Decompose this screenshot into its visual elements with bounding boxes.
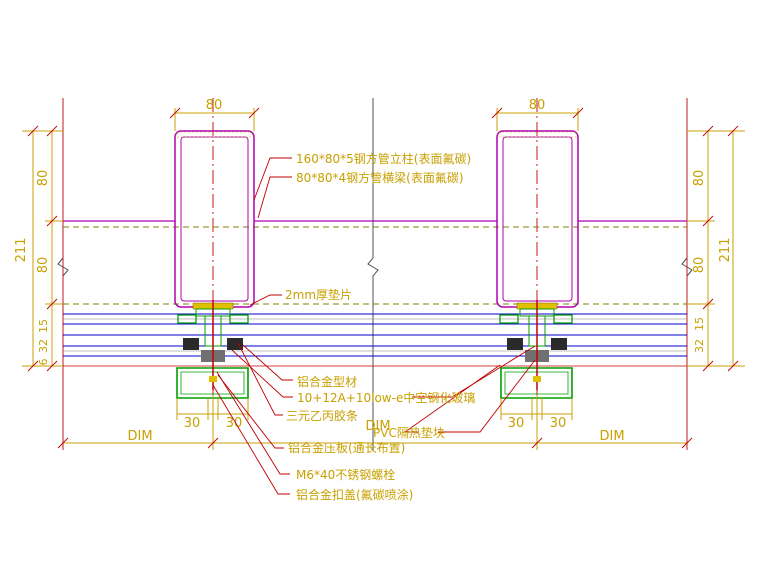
dim-depth-mid-right: 80 (692, 257, 707, 274)
leader-lines (212, 157, 536, 495)
label-column: 160*80*5钢方管立柱(表面氟碳) (296, 151, 471, 166)
dim-column-width-left: 80 (206, 98, 223, 113)
right-dimensions: 80 80 211 15 32 (687, 125, 745, 372)
dim-clamp-left-b: 30 (226, 416, 243, 431)
grid-lines (62, 98, 688, 450)
top-dimensions: 80 80 (169, 98, 584, 131)
dim-clamp-right-b: 30 (550, 416, 567, 431)
dim-total-depth-right: 211 (718, 238, 733, 263)
dim-glass-right-2: 32 (693, 339, 706, 353)
column-assembly-left (174, 130, 255, 399)
annotation-labels: 160*80*5钢方管立柱(表面氟碳) 80*80*4钢方管横梁(表面氟碳) 2… (285, 151, 475, 502)
label-shim: 2mm厚垫片 (285, 287, 352, 302)
beam-band (57, 220, 693, 305)
label-beam: 80*80*4钢方管横梁(表面氟碳) (296, 170, 464, 185)
dim-column-width-right: 80 (529, 98, 546, 113)
column-assembly-right (496, 130, 579, 399)
label-pressure-plate: 铝合金压板(通长布置) (288, 440, 405, 455)
dim-clamp-left-a: 30 (184, 416, 201, 431)
label-pvc-block: PVC隔热垫块 (373, 425, 445, 440)
dim-depth-mid-left: 80 (36, 257, 51, 274)
dim-total-depth-left: 211 (14, 238, 29, 263)
glass-panels (63, 313, 687, 367)
bottom-dimensions: 30 30 30 30 DIM DIM DIM (57, 395, 693, 450)
label-glass: 10+12A+10low-e中空钢化玻璃 (297, 390, 475, 405)
dim-glass-left-3: 6 (37, 359, 50, 366)
dim-depth-top-left: 80 (36, 170, 51, 187)
dim-glass-left-1: 15 (37, 319, 50, 333)
dim-glass-right-1: 15 (693, 317, 706, 331)
label-gasket: 三元乙丙胶条 (286, 408, 358, 423)
dim-span-left: DIM (127, 429, 152, 444)
dim-span-right: DIM (599, 429, 624, 444)
label-cover: 铝合金扣盖(氟碳喷涂) (296, 487, 413, 502)
dim-clamp-right-a: 30 (508, 416, 525, 431)
dim-depth-top-right: 80 (692, 170, 707, 187)
label-profile: 铝合金型材 (297, 374, 357, 389)
left-dimensions: 211 80 80 15 32 6 (14, 125, 63, 372)
dim-span-mid: DIM (365, 419, 390, 434)
dim-glass-left-2: 32 (37, 339, 50, 353)
label-bolt: M6*40不锈钢螺栓 (296, 467, 395, 482)
